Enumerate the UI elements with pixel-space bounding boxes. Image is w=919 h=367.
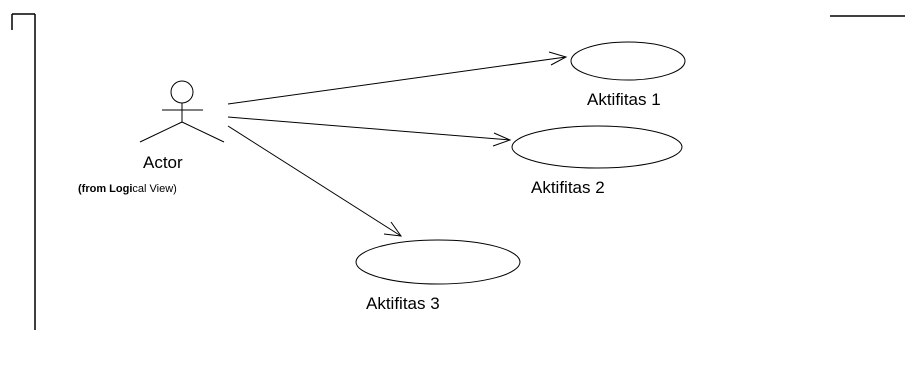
actor-right-leg [181, 121, 225, 143]
actor-package-suffix: cal View) [132, 183, 176, 195]
actor-icon[interactable] [139, 80, 225, 143]
actor-left-leg [139, 121, 183, 143]
association-uc2[interactable] [227, 116, 512, 147]
association-uc1[interactable] [227, 51, 568, 105]
actor-package-label: (from Logical View) [78, 183, 177, 195]
use-case-label-aktifitas-2: Aktifitas 2 [531, 178, 605, 197]
use-case-label-aktifitas-1: Aktifitas 1 [587, 90, 661, 109]
actor-package-prefix: (from Logi [78, 183, 132, 195]
use-case-label-aktifitas-3: Aktifitas 3 [366, 294, 440, 313]
use-case-aktifitas-1[interactable] [570, 41, 686, 81]
actor-head [170, 80, 194, 104]
use-case-aktifitas-3[interactable] [355, 239, 521, 285]
association-uc3[interactable] [227, 125, 403, 237]
actor-name: Actor [143, 153, 183, 172]
use-case-aktifitas-2[interactable] [511, 125, 683, 169]
